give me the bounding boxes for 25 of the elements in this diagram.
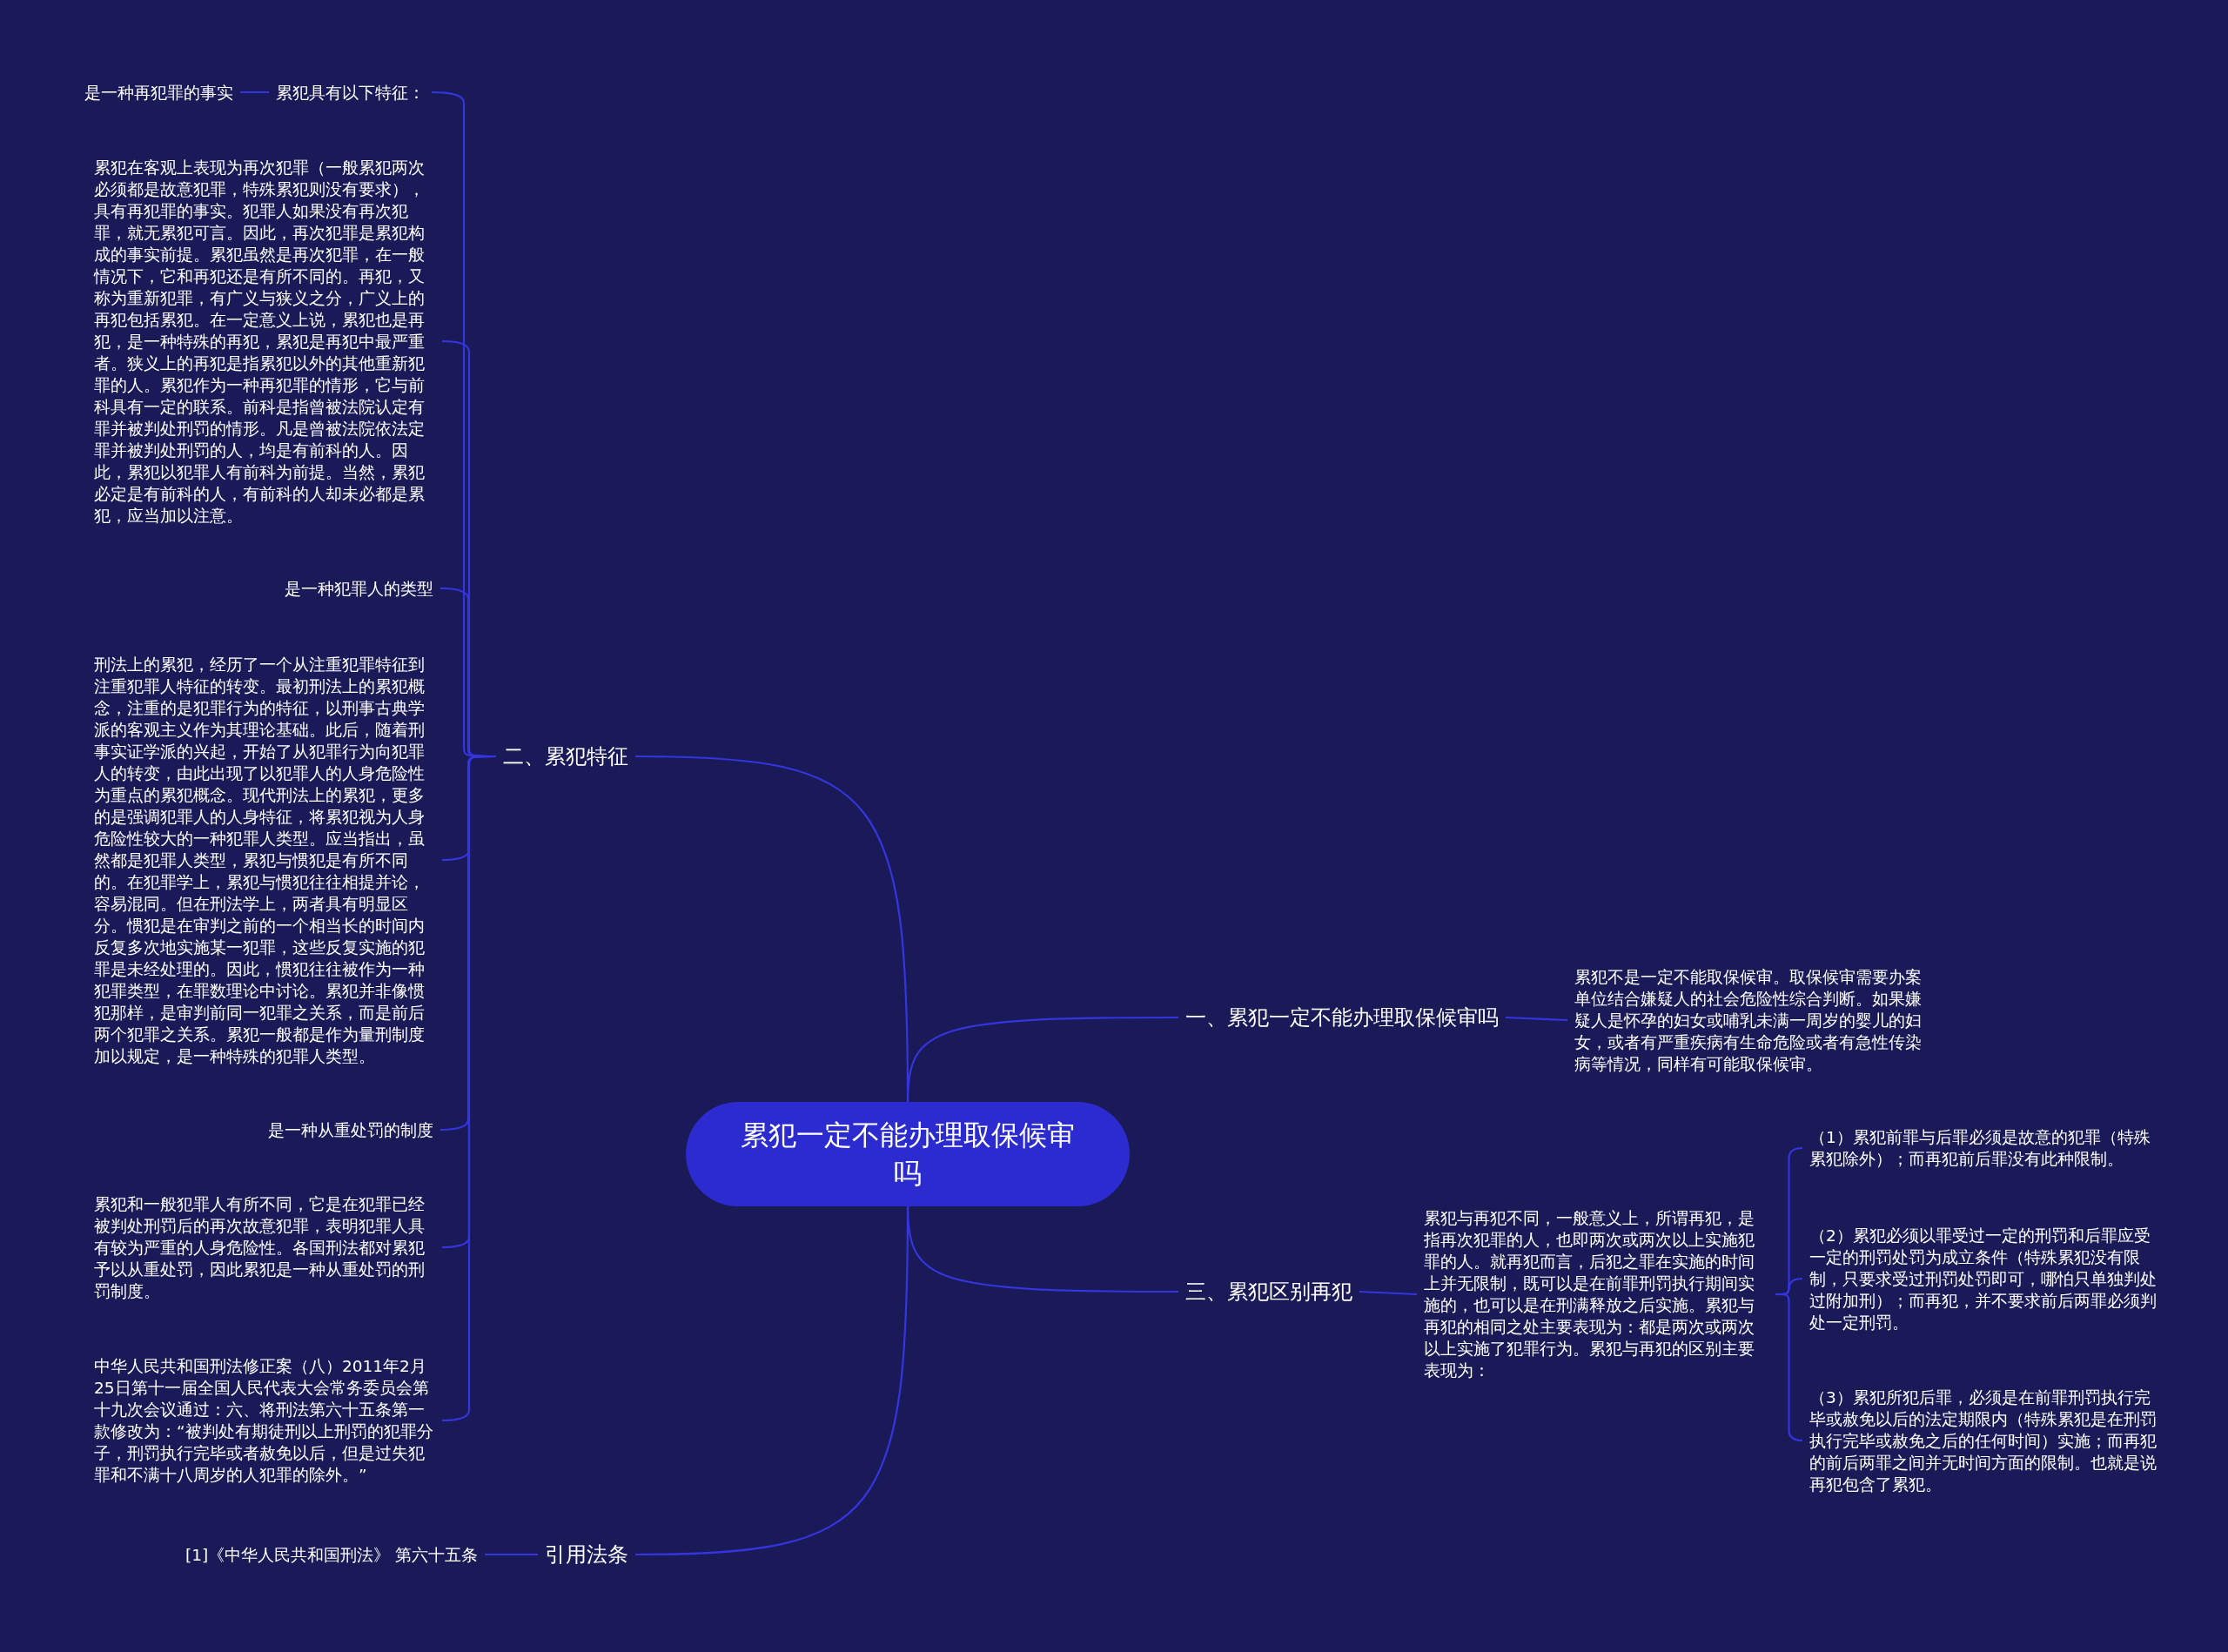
note-text: 中华人民共和国刑法修正案（八）2011年2月25日第十一届全国人民代表大会常务委员会第十九次会议通过：六、将刑法第六十五条第一款修改为：“被判处有期徒刑以上刑罚的犯罪分子，刑罚执行完毕或者赦免以后，但是过失犯罪和不满十八周岁的人犯罪的除外。” [94,1355,435,1486]
connector-line [1505,1016,1568,1022]
note-text: （3）累犯所犯后罪，必须是在前罪刑罚执行完毕或赦免以后的法定期限内（特殊累犯是在刑罚执行完毕或赦免之后的任何时间）实施；而再犯的前后两罪之间并无时间方面的限制。也就是说再犯包含了累犯。 [1809,1386,2159,1495]
note-text: 累犯与再犯不同，一般意义上，所谓再犯，是指再次犯罪的人，也即两次或两次以上实施犯罪的人。就再犯而言，后犯之罪在实施的时间上并无限制，既可以是在前罪刑罚执行期间实施的，也可以是在刑满释放之后实施。累犯与再犯的相同之处主要表现为：都是两次或两次以上实施了犯罪行为。累犯与再犯的区别主要表现为： [1424,1207,1768,1381]
note-text: 累犯具有以下特征： [276,81,425,104]
branch-topic: 二、累犯特征 [503,742,628,770]
note-text: 是一种从重处罚的制度 [268,1118,433,1141]
connector-line [635,755,909,1102]
branch-topic: 引用法条 [545,1541,628,1568]
connector-line [1359,1290,1418,1296]
note-text: （1）累犯前罪与后罪必须是故意的犯罪（特殊累犯除外）；而再犯前后罪没有此种限制。 [1809,1126,2159,1170]
note-text: （2）累犯必须以罪受过一定的刑罚和后罪应受一定的刑罚处罚为成立条件（特殊累犯没有限制，只要求受过刑罚处罚即可，哪怕只单独判处过附加刑）；而再犯，并不要求前后两罪必须判处一定刑罚。 [1809,1224,2159,1333]
branch-topic: 一、累犯一定不能办理取保候审吗 [1185,1004,1499,1031]
connector-line [485,1553,538,1556]
branch-topic: 三、累犯区别再犯 [1185,1278,1352,1306]
connector-line [240,91,269,94]
note-text: 累犯在客观上表现为再次犯罪（一般累犯两次必须都是故意犯罪，特殊累犯则没有要求），具有再犯罪的事实。犯罪人如果没有再次犯罪，就无累犯可言。因此，再次犯罪是累犯构成的事实前提。累犯虽然是再次犯罪，在一般情况下，它和再犯还是有所不同的。再犯，又称为重新犯罪，有广义与狭义之分，广义上的再犯包括累犯。在一定意义上说，累犯也是再犯，是一种特殊的再犯，累犯是再犯中最严重者。狭义上的再犯是指累犯以外的其他重新犯罪的人。累犯作为一种再犯罪的情形，它与前科具有一定的联系。前科是指曾被法院认定有罪并被判处刑罚的情形。凡是曾被法院依法定罪并被判处刑罚的人，均是有前科的人。因此，累犯以犯罪人有前科为前提。当然，累犯必定是有前科的人，有前科的人却未必都是累犯，应当加以注意。 [94,156,435,527]
note-text: 是一种犯罪人的类型 [285,577,433,600]
note-text: 是一种再犯罪的事实 [84,81,233,104]
note-text: [1]《中华人民共和国刑法》 第六十五条 [185,1543,479,1566]
note-text: 累犯不是一定不能取保候审。取保候审需要办案单位结合嫌疑人的社会危险性综合判断。如果嫌疑人是怀孕的妇女或哺乳未满一周岁的婴儿的妇女，或者有严重疾病有生命危险或者有急性传染病等情况，同样有可能取保候审。 [1574,965,1923,1075]
connector-line [906,1205,1178,1293]
note-text: 累犯和一般犯罪人有所不同，它是在犯罪已经被判处刑罚后的再次故意犯罪，表明犯罪人具有较为严重的人身危险性。各国刑法都对累犯予以从重处罚，因此累犯是一种从重处罚的刑罚制度。 [94,1192,435,1302]
root-topic-pill: 累犯一定不能办理取保候审吗 [686,1102,1130,1206]
note-text: 刑法上的累犯，经历了一个从注重犯罪特征到注重犯罪人特征的转变。最初刑法上的累犯概念，注重的是犯罪行为的特征，以刑事古典学派的客观主义作为其理论基础。此后，随着刑事实证学派的兴起，开始了从犯罪行为向犯罪人的转变，由此出现了以犯罪人的人身危险性为重点的累犯概念。现代刑法上的累犯，更多的是强调犯罪人的人身特征，将累犯视为人身危险性较大的一种犯罪人类型。应当指出，虽然都是犯罪人类型，累犯与惯犯是有所不同的。在犯罪学上，累犯与惯犯往往相提并论，容易混同。但在刑法学上，两者具有明显区分。惯犯是在审判之前的一个相当长的时间内反复多次地实施某一犯罪，这些反复实施的犯罪是未经处理的。因此，惯犯往往被作为一种犯罪类型，在罪数理论中讨论。累犯并非像惯犯那样，是审判前同一犯罪之关系，而是前后两个犯罪之关系。累犯一般都是作为量刑制度加以规定，是一种特殊的犯罪人类型。 [94,653,435,1067]
